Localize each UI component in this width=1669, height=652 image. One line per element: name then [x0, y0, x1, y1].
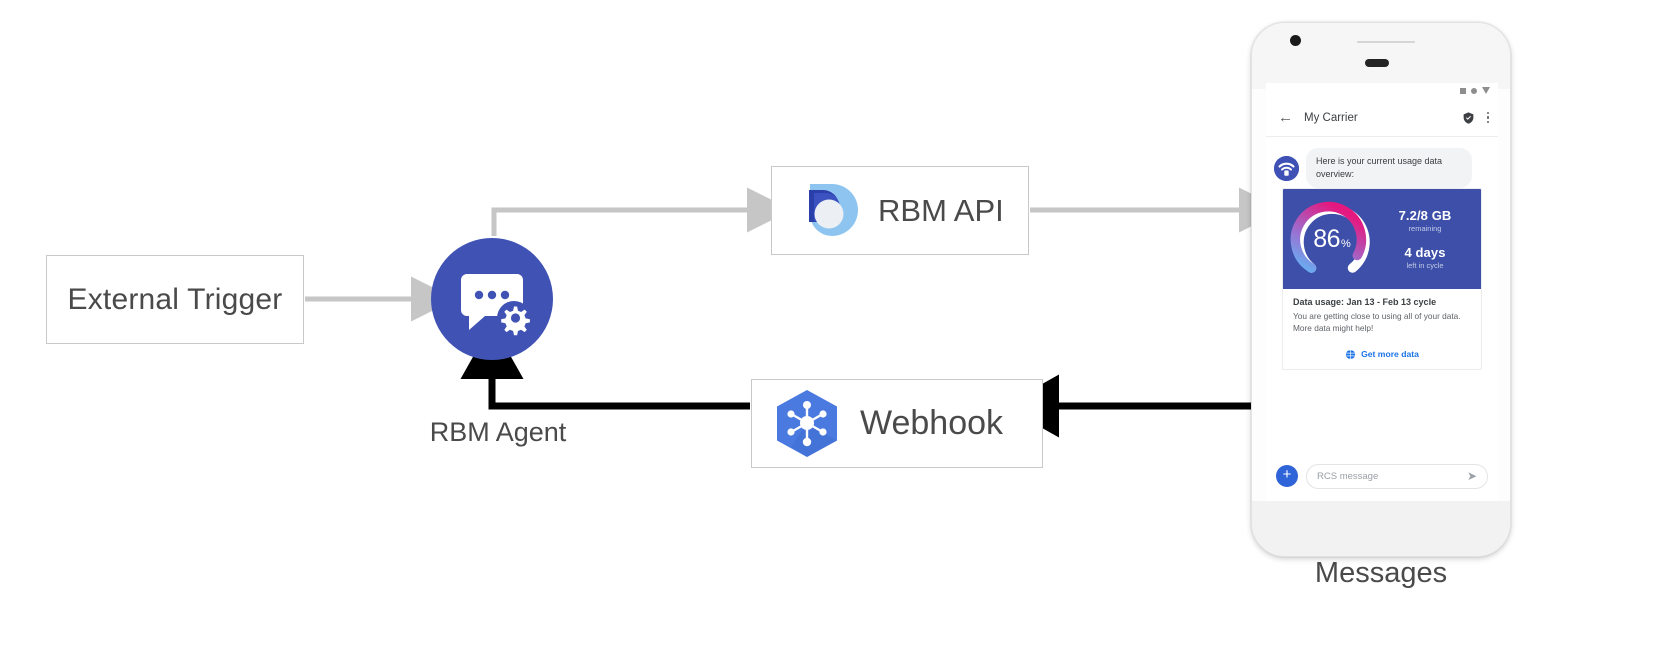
- node-external-trigger[interactable]: External Trigger: [46, 255, 304, 344]
- get-more-data-button[interactable]: Get more data: [1283, 341, 1481, 369]
- phone-top-bezel: [1252, 23, 1510, 89]
- send-icon[interactable]: ➤: [1466, 469, 1477, 483]
- get-more-data-label: Get more data: [1361, 349, 1419, 360]
- overflow-menu-icon[interactable]: [1486, 111, 1489, 124]
- node-webhook[interactable]: Webhook: [751, 379, 1043, 468]
- rcs-message-placeholder: RCS message: [1317, 470, 1379, 482]
- front-camera-icon: [1290, 35, 1301, 46]
- rcs-message-input[interactable]: RCS message ➤: [1306, 463, 1488, 489]
- edge-agent-to-api: [491, 187, 792, 236]
- conversation-area: Here is your current usage data overview…: [1266, 138, 1498, 461]
- signal-square-icon: [1460, 87, 1466, 94]
- back-arrow-icon[interactable]: ←: [1278, 109, 1293, 126]
- signal-dot-icon: [1471, 87, 1477, 94]
- rbm-api-droplet-icon: [802, 183, 858, 236]
- phone-screen: ← My Carrier Here is your c: [1266, 83, 1498, 523]
- data-usage-card[interactable]: 86 % 7.2/8 GB remaining 4 days left in c…: [1282, 188, 1482, 370]
- message-composer: + RCS message ➤: [1266, 459, 1498, 493]
- phone-volume-button[interactable]: [1251, 143, 1252, 169]
- app-bar: ← My Carrier: [1266, 99, 1498, 137]
- external-trigger-label: External Trigger: [67, 282, 283, 316]
- days-left-caption: left in cycle: [1406, 261, 1444, 270]
- webhook-label: Webhook: [860, 404, 1004, 442]
- phone-bottom-bezel: [1252, 501, 1510, 556]
- status-bar: [1460, 87, 1490, 94]
- phone-mockup: ← My Carrier Here is your c: [1251, 22, 1511, 557]
- app-title: My Carrier: [1304, 111, 1358, 124]
- rbm-agent-label: RBM Agent: [429, 417, 567, 447]
- card-body: Data usage: Jan 13 - Feb 13 cycle You ar…: [1283, 289, 1481, 341]
- node-rbm-api[interactable]: RBM API: [771, 166, 1029, 255]
- card-hero: 86 % 7.2/8 GB remaining 4 days left in c…: [1283, 189, 1481, 289]
- globe-icon: [1345, 349, 1357, 360]
- intro-message-bubble: Here is your current usage data overview…: [1306, 148, 1472, 189]
- gauge-value: 86 %: [1289, 196, 1375, 282]
- messages-label: Messages: [1314, 557, 1448, 589]
- rbm-api-label: RBM API: [878, 192, 1004, 228]
- earpiece-speaker: [1365, 59, 1389, 67]
- data-remaining-caption: remaining: [1408, 224, 1442, 233]
- webhook-hexagon-icon: [777, 389, 837, 457]
- gauge-unit: %: [1341, 237, 1351, 250]
- chat-gear-icon: [461, 274, 531, 336]
- node-rbm-agent[interactable]: [431, 238, 553, 360]
- card-title: Data usage: Jan 13 - Feb 13 cycle: [1293, 297, 1437, 307]
- battery-triangle-icon: [1482, 87, 1490, 94]
- card-hero-stats: 7.2/8 GB remaining 4 days left in cycle: [1375, 208, 1481, 270]
- edge-webhook-to-agent: [460, 323, 750, 410]
- phone-power-button[interactable]: [1251, 203, 1252, 243]
- plus-icon[interactable]: +: [1276, 465, 1298, 487]
- usage-gauge: 86 %: [1289, 196, 1375, 282]
- card-description: You are getting close to using all of yo…: [1293, 311, 1461, 333]
- carrier-bot-avatar: [1274, 156, 1299, 181]
- data-remaining-value: 7.2/8 GB: [1398, 208, 1452, 223]
- days-left-value: 4 days: [1404, 245, 1446, 260]
- verified-shield-icon: [1463, 111, 1473, 124]
- gauge-number: 86: [1313, 224, 1341, 253]
- earpiece-line: [1357, 41, 1415, 43]
